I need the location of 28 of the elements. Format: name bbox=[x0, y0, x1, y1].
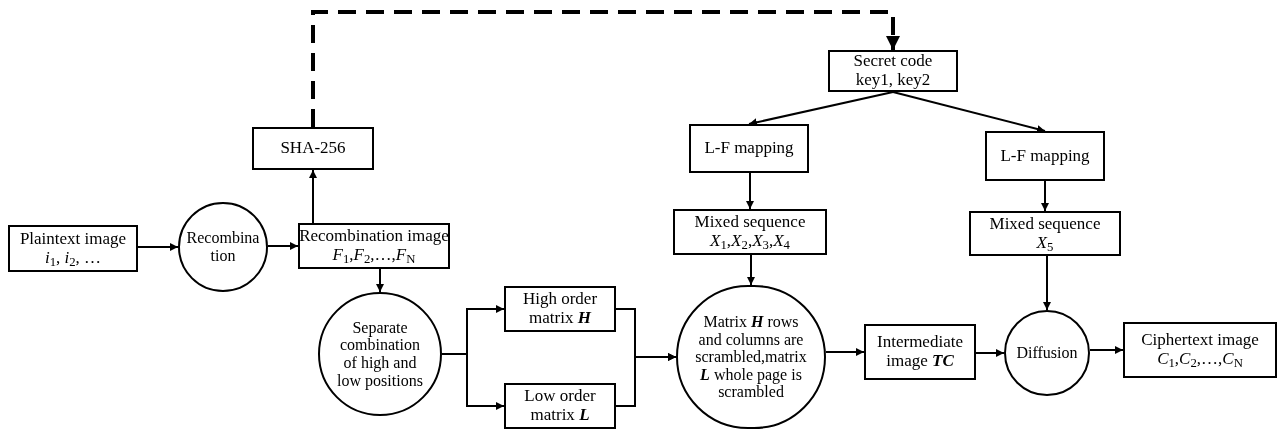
arrow bbox=[825, 348, 865, 356]
arrow bbox=[1089, 346, 1124, 354]
arrow bbox=[267, 242, 299, 250]
arrow bbox=[311, 10, 900, 127]
arrow bbox=[975, 349, 1005, 357]
process-box: Plaintext image i$_{1}$, i$_{2}$, … bbox=[8, 225, 138, 272]
process-box: L-F mapping bbox=[689, 124, 809, 173]
process-box: Low order matrix L bbox=[504, 383, 616, 429]
arrow bbox=[137, 243, 179, 251]
process-box: Intermediate image TC bbox=[864, 324, 976, 380]
arrow bbox=[309, 169, 317, 224]
arrow bbox=[1043, 255, 1051, 311]
arrow bbox=[747, 254, 755, 286]
arrow bbox=[748, 91, 894, 127]
arrow bbox=[615, 353, 677, 407]
arrow bbox=[441, 353, 505, 410]
arrow bbox=[746, 172, 754, 210]
arrow bbox=[376, 268, 384, 293]
process-box: SHA-256 bbox=[252, 127, 374, 170]
process-box: Recombination image F$_{1}$,F$_{2}$,…,F$_{N}$ bbox=[298, 223, 450, 269]
arrow bbox=[1041, 180, 1049, 212]
process-box: Secret code key1, key2 bbox=[828, 50, 958, 92]
arrow bbox=[892, 91, 1046, 133]
process-box: L-F mapping bbox=[985, 131, 1105, 181]
process-box: High order matrix H bbox=[504, 286, 616, 332]
process-box: Mixed sequence X$_{1}$,X$_{2}$,X$_{3}$,X$_{4}$ bbox=[673, 209, 827, 255]
process-box: Ciphertext image C$_{1}$,C$_{2}$,…,C$_{N}$ bbox=[1123, 322, 1277, 378]
process-box: Mixed sequence X$_{5}$ bbox=[969, 211, 1121, 256]
